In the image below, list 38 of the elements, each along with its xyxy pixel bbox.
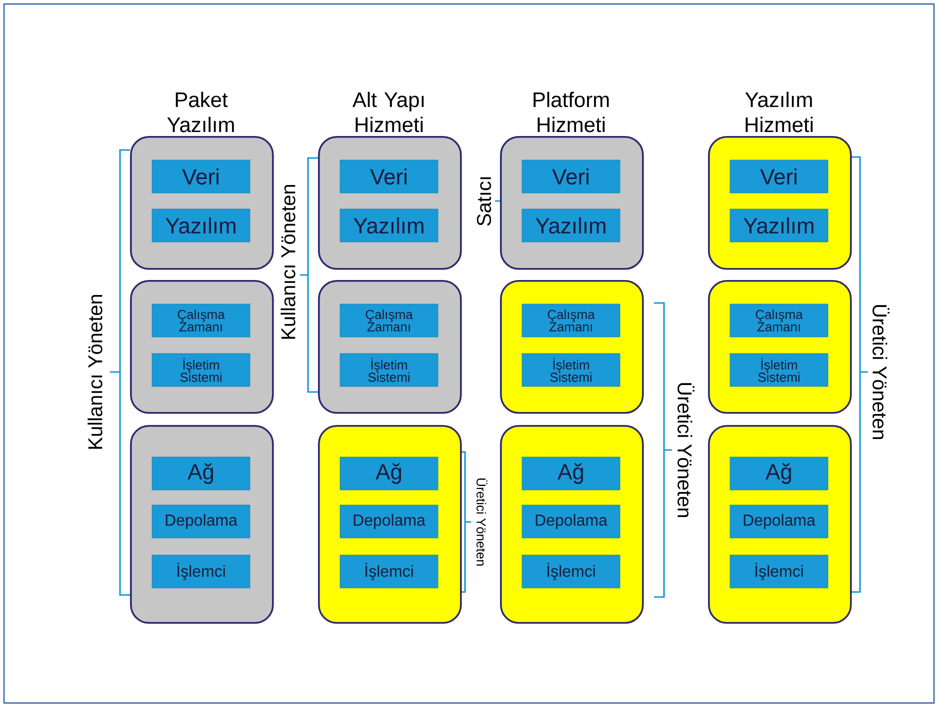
component-box: İşlemci [522, 554, 620, 588]
component-box: Veri [522, 160, 620, 194]
component-box: İşletim Sistemi [340, 353, 438, 387]
component-box: İşlemci [730, 554, 828, 588]
component-box: Yazılım [152, 208, 250, 242]
component-box: Çalışma Zamanı [340, 304, 438, 338]
component-box: Depolama [730, 504, 828, 538]
bracket-label: Üretici Yöneten [476, 476, 488, 568]
component-box: İşletim Sistemi [522, 353, 620, 387]
component-box: Ağ [522, 456, 620, 490]
component-box: Depolama [340, 504, 438, 538]
column-heading: Alt Yapı Hizmeti [352, 92, 424, 132]
component-box: Depolama [522, 504, 620, 538]
bracket-label: Kullanıcı Yöneten [280, 182, 296, 342]
column-heading: Yazılım Hizmeti [745, 92, 813, 132]
bracket-label: Kullanıcı Yöneten [86, 292, 104, 452]
component-box: Ağ [152, 456, 250, 490]
component-box: İşletim Sistemi [730, 353, 828, 387]
component-box: Veri [730, 160, 828, 194]
component-box: Ağ [340, 456, 438, 490]
component-box: İşlemci [152, 554, 250, 588]
component-box: Çalışma Zamanı [152, 304, 250, 338]
component-box: Çalışma Zamanı [522, 304, 620, 338]
bracket-label: Üretici Yöneten [676, 380, 696, 520]
component-box: İşlemci [340, 554, 438, 588]
component-box: Veri [340, 160, 438, 194]
column-heading: Platform Hizmeti [534, 92, 609, 132]
component-box: Ağ [730, 456, 828, 490]
component-box: Çalışma Zamanı [730, 304, 828, 338]
component-box: Veri [152, 160, 250, 194]
component-box: İşletim Sistemi [152, 353, 250, 387]
column-heading: Paket Yazılım [167, 92, 234, 132]
bracket-label: Üretici Yöneten [872, 302, 890, 442]
bracket-label: Satıcı [476, 174, 492, 228]
component-box: Yazılım [730, 208, 828, 242]
component-box: Depolama [152, 504, 250, 538]
component-box: Yazılım [522, 208, 620, 242]
component-box: Yazılım [340, 208, 438, 242]
